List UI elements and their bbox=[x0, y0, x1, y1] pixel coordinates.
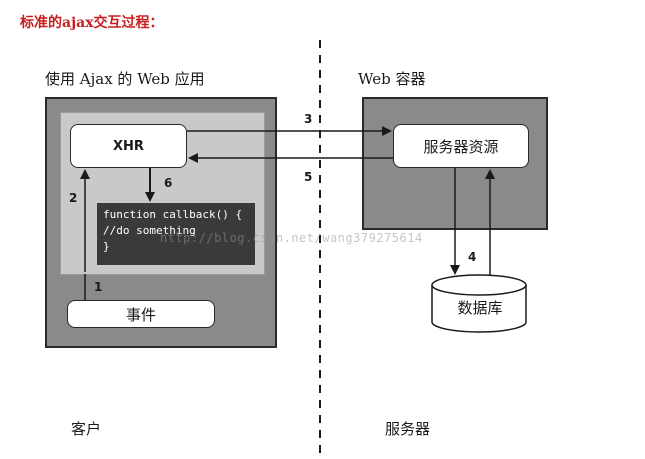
client-label: 客户 bbox=[71, 420, 102, 438]
step-3-label: 3 bbox=[304, 112, 313, 126]
database-label: 数据库 bbox=[457, 299, 503, 317]
web-container-label: Web 容器 bbox=[358, 70, 426, 88]
step-4-label: 4 bbox=[468, 250, 477, 264]
step-5-label: 5 bbox=[304, 170, 313, 184]
diagram-title: 标准的ajax交互过程： bbox=[20, 15, 164, 31]
code-line-1: function callback() { bbox=[103, 208, 243, 221]
code-line-3: } bbox=[103, 240, 110, 253]
step-6-label: 6 bbox=[164, 176, 173, 190]
watermark: http://blog.csdn.net/wang379275614 bbox=[160, 231, 423, 245]
step-1-label: 1 bbox=[94, 280, 103, 294]
callback-code-block: function callback() { //do something } bbox=[97, 203, 255, 265]
event-box: 事件 bbox=[67, 300, 215, 328]
server-label: 服务器 bbox=[385, 420, 431, 438]
code-line-2: //do something bbox=[103, 224, 196, 237]
xhr-box: XHR bbox=[70, 124, 187, 168]
server-resource-box: 服务器资源 bbox=[393, 124, 529, 168]
database-cylinder bbox=[431, 274, 527, 333]
client-app-label: 使用 Ajax 的 Web 应用 bbox=[45, 70, 205, 88]
step-2-label: 2 bbox=[69, 191, 78, 205]
